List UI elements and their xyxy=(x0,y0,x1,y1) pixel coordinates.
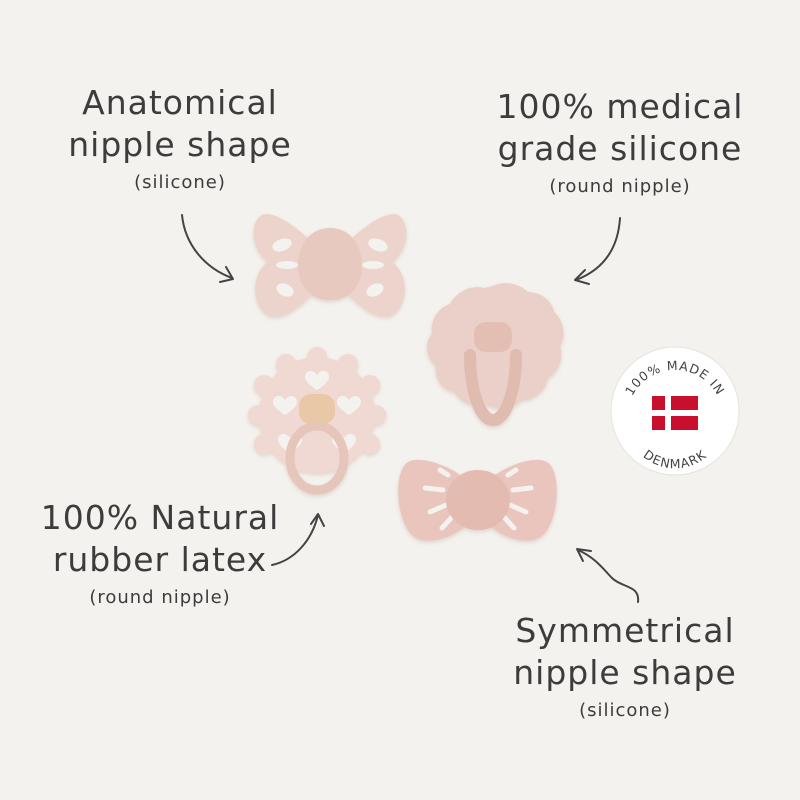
caption-symmetrical: Symmetrical nipple shape (silicone) xyxy=(500,610,750,724)
arrow-top-right-icon xyxy=(575,217,621,281)
caption-anatomical-line2: nipple shape xyxy=(68,125,292,164)
caption-medical-silicone: 100% medical grade silicone (round nippl… xyxy=(490,86,750,200)
caption-symmetrical-line1: Symmetrical xyxy=(515,611,735,650)
butterfly-pacifier-icon xyxy=(253,214,407,317)
caption-anatomical-line1: Anatomical xyxy=(82,83,278,122)
arrow-top-left-head xyxy=(219,266,234,283)
made-in-denmark-badge: 100% MADE IN DENMARK xyxy=(610,346,740,476)
arrow-bottom-left-icon xyxy=(271,514,319,566)
caption-latex-line2: rubber latex xyxy=(52,540,268,579)
caption-medical-line2: grade silicone xyxy=(497,129,743,168)
heart-pacifier-icon xyxy=(248,347,386,495)
caption-symmetrical-line2: nipple shape xyxy=(513,653,737,692)
caption-anatomical-sub: (silicone) xyxy=(134,172,226,193)
arrow-top-right-head xyxy=(574,269,590,285)
arrow-bottom-left-head xyxy=(310,513,325,527)
caption-natural-latex: 100% Natural rubber latex (round nipple) xyxy=(30,497,290,611)
caption-latex-sub: (round nipple) xyxy=(89,587,231,608)
caption-anatomical: Anatomical nipple shape (silicone) xyxy=(60,82,300,196)
flower-pacifier-icon xyxy=(427,283,564,427)
denmark-flag-icon xyxy=(652,396,698,430)
arrow-top-left-icon xyxy=(181,214,233,279)
arrow-bottom-right-icon xyxy=(577,549,640,603)
caption-medical-sub: (round nipple) xyxy=(549,176,691,197)
caption-symmetrical-sub: (silicone) xyxy=(579,700,671,721)
caption-medical-line1: 100% medical xyxy=(496,87,744,126)
arrow-bottom-right-head xyxy=(576,548,592,562)
caption-latex-line1: 100% Natural xyxy=(40,498,280,537)
bow-pacifier-icon xyxy=(398,459,557,541)
